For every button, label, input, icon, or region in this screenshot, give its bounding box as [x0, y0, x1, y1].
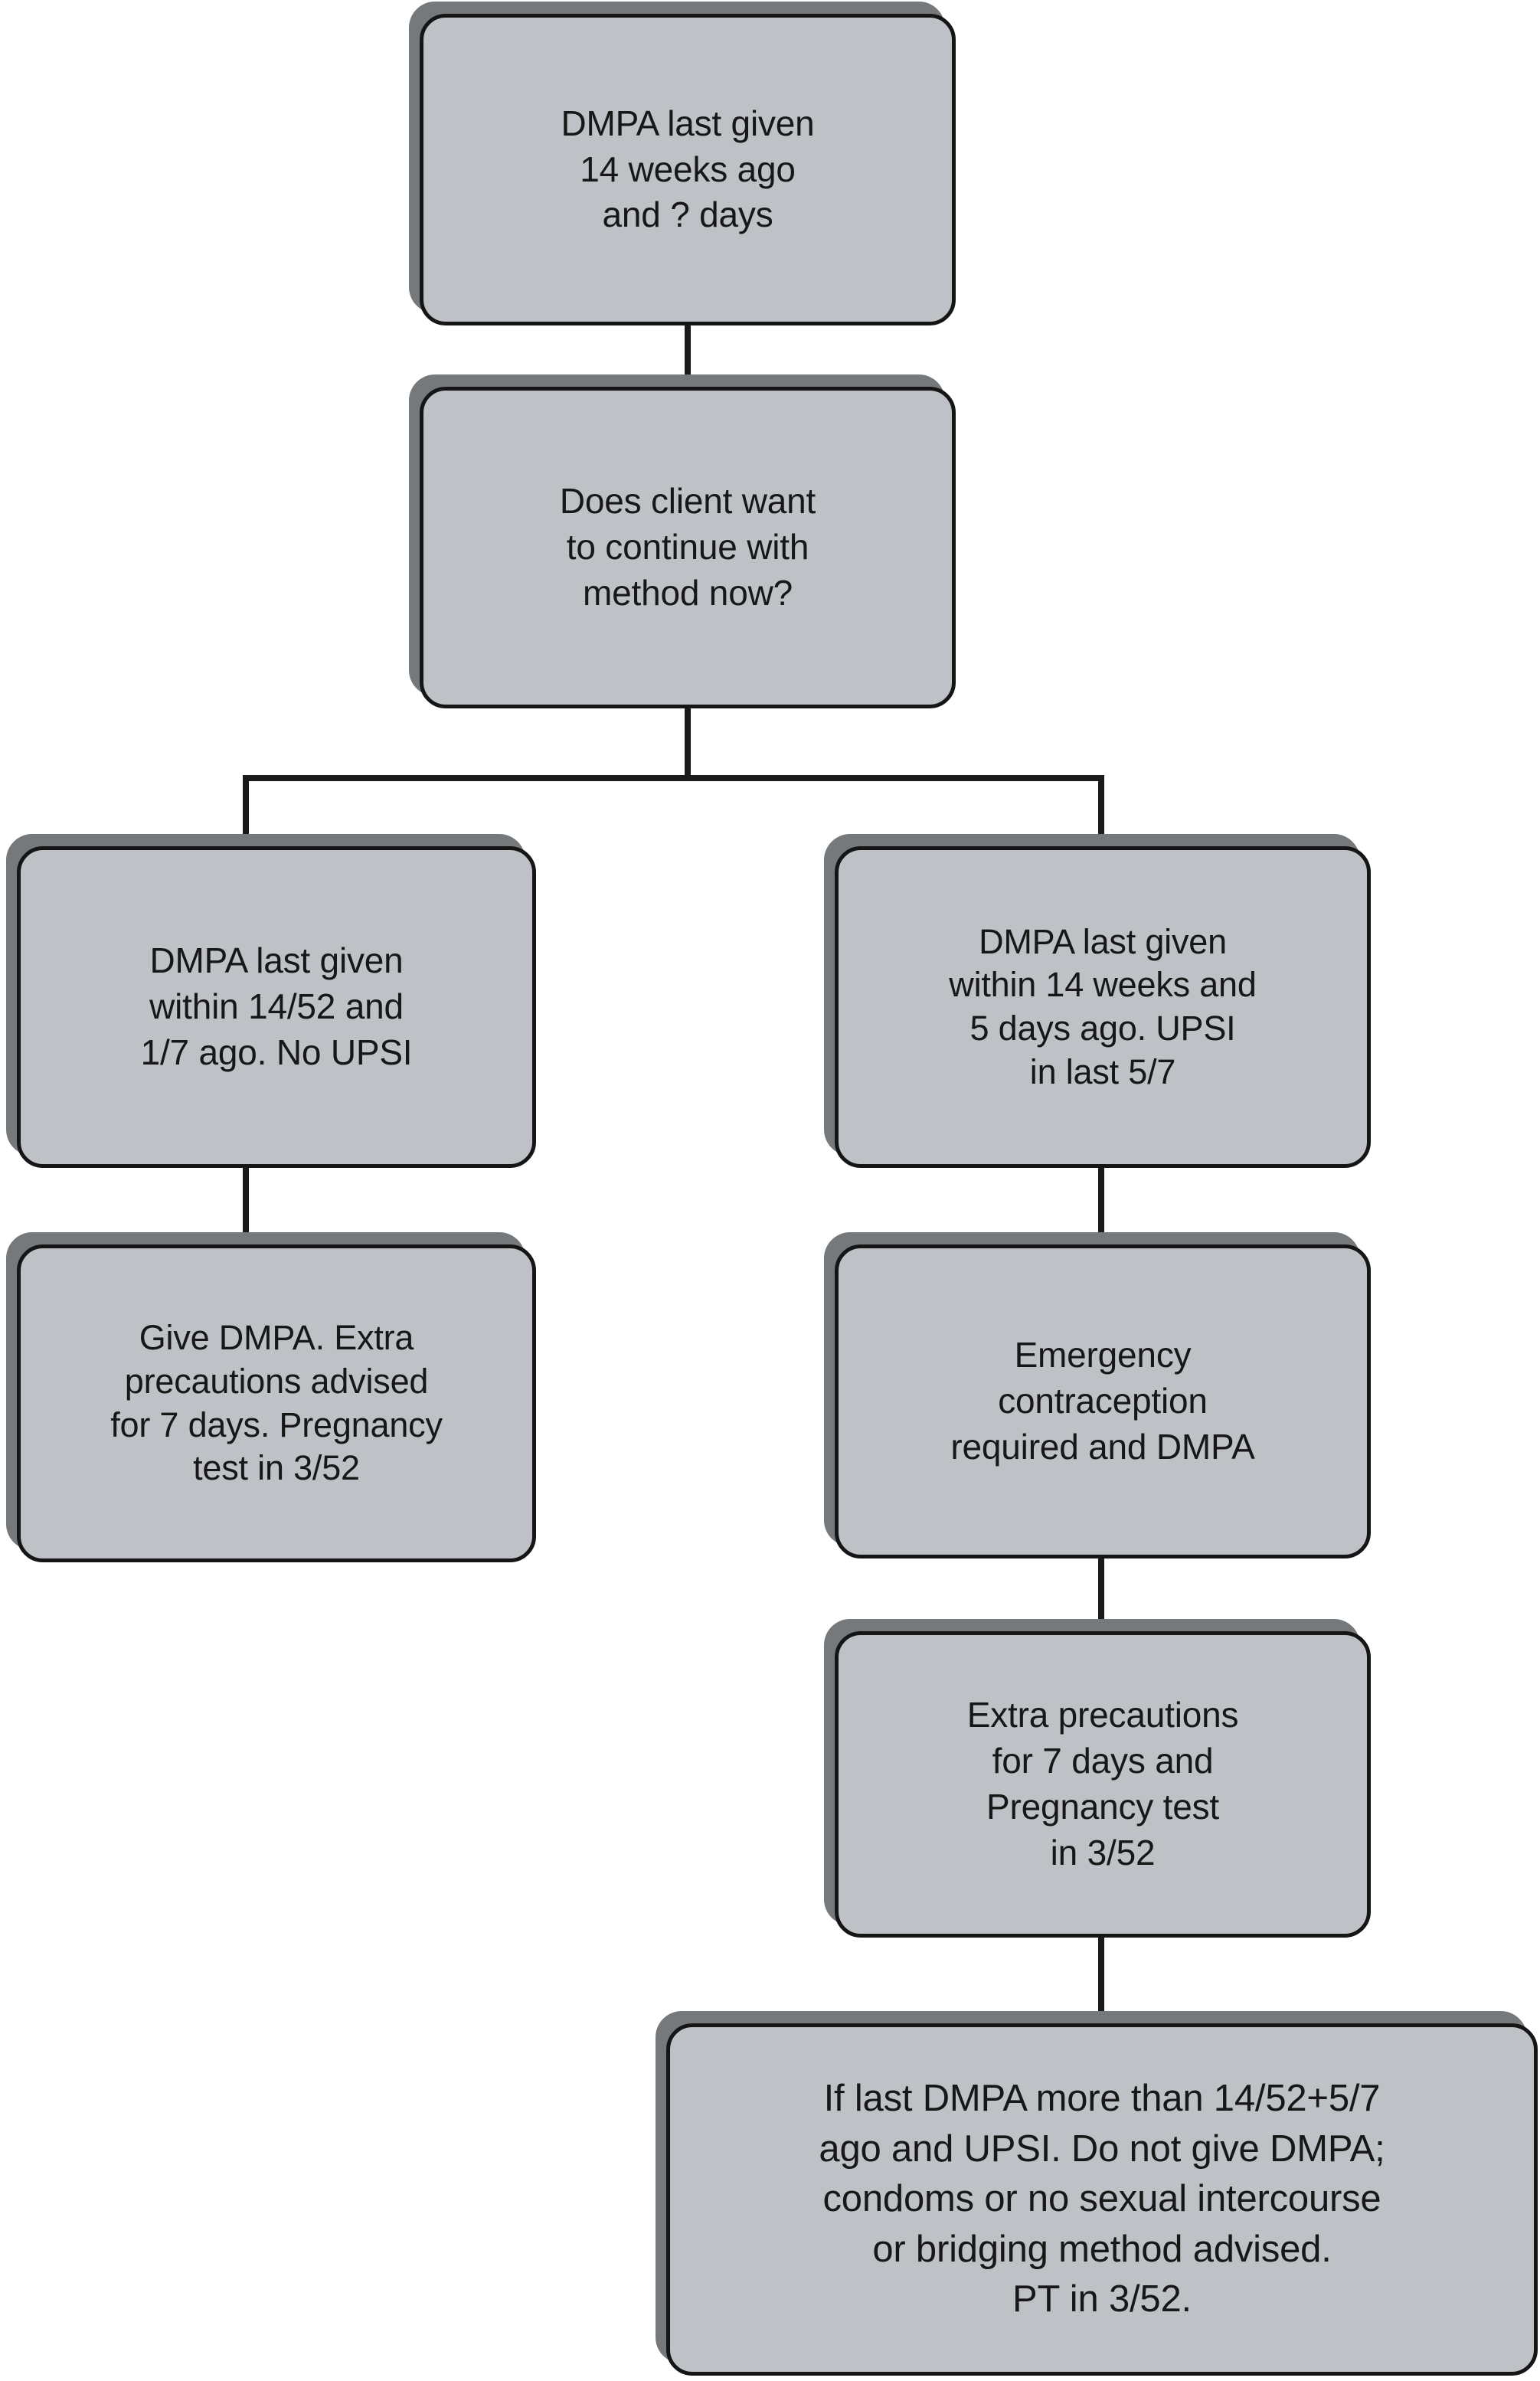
node-left-condition-label: DMPA last given within 14/52 and 1/7 ago… — [140, 940, 413, 1072]
edge-right-condition-to-action1 — [1098, 1164, 1104, 1252]
node-right-condition-label: DMPA last given within 14 weeks and 5 da… — [949, 921, 1257, 1091]
edge-fork-left-drop — [243, 775, 249, 852]
node-final-note-label: If last DMPA more than 14/52+5/7 ago and… — [819, 2077, 1385, 2320]
node-left-action-label: Give DMPA. Extra precautions advised for… — [110, 1318, 443, 1488]
node-right-action-2-label: Extra precautions for 7 days and Pregnan… — [966, 1695, 1239, 1872]
node-left-condition[interactable]: DMPA last given within 14/52 and 1/7 ago… — [17, 846, 536, 1168]
edge-right-action1-to-action2 — [1098, 1555, 1104, 1640]
edge-decision-stem — [685, 705, 691, 781]
node-final-note[interactable]: If last DMPA more than 14/52+5/7 ago and… — [666, 2023, 1538, 2376]
edge-left-condition-to-action — [243, 1164, 249, 1252]
edge-start-to-decision — [685, 322, 691, 392]
node-left-action[interactable]: Give DMPA. Extra precautions advised for… — [17, 1244, 536, 1562]
node-decision-label: Does client want to continue with method… — [559, 481, 816, 613]
edge-fork-bar — [243, 775, 1104, 781]
node-decision[interactable]: Does client want to continue with method… — [420, 387, 956, 708]
edge-fork-right-drop — [1098, 775, 1104, 852]
edge-right-action2-to-final — [1098, 1934, 1104, 2032]
node-right-action-1[interactable]: Emergency contraception required and DMP… — [835, 1244, 1371, 1558]
node-start-label: DMPA last given 14 weeks ago and ? days — [561, 103, 815, 235]
node-right-action-1-label: Emergency contraception required and DMP… — [950, 1335, 1255, 1467]
node-right-action-2[interactable]: Extra precautions for 7 days and Pregnan… — [835, 1631, 1371, 1938]
node-right-condition[interactable]: DMPA last given within 14 weeks and 5 da… — [835, 846, 1371, 1168]
node-start[interactable]: DMPA last given 14 weeks ago and ? days — [420, 14, 956, 325]
